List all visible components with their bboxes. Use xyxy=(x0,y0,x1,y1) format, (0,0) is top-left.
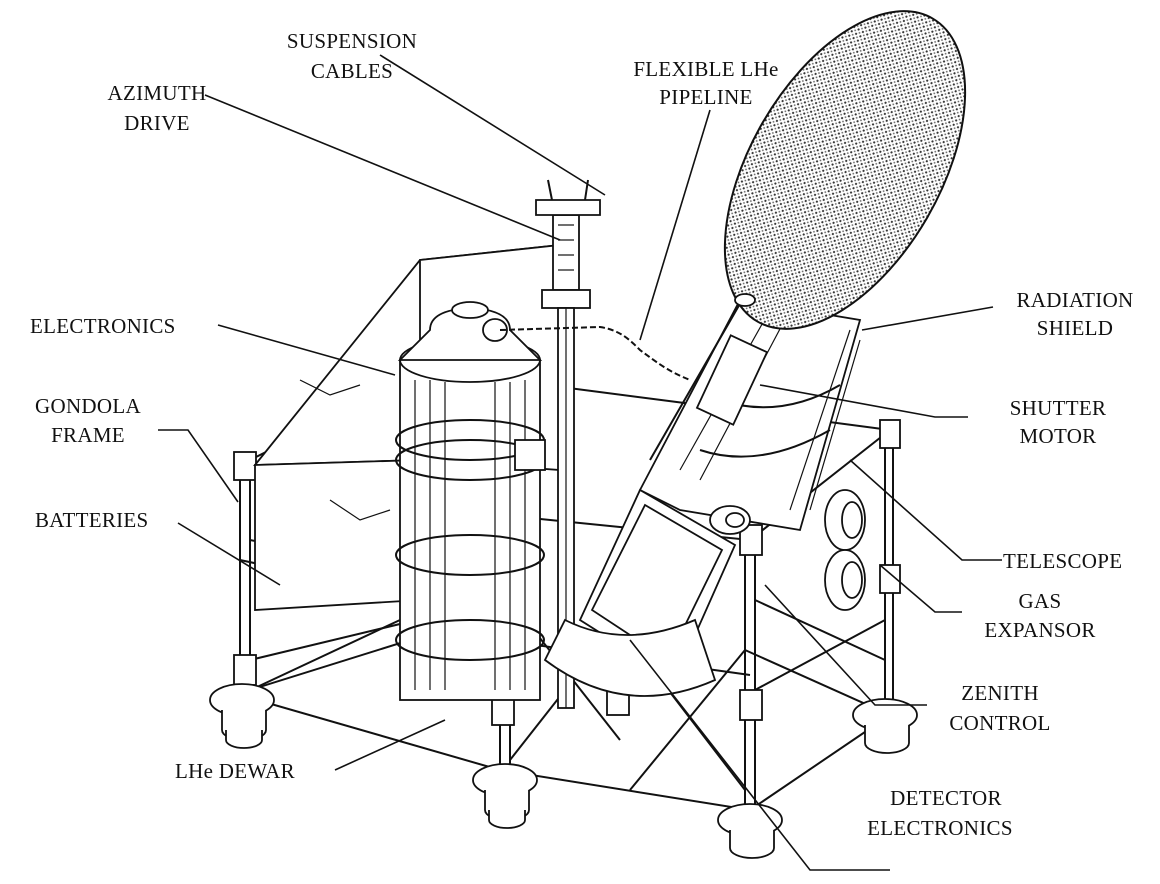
foot-front xyxy=(472,763,538,829)
label-radiation-shield-2: SHIELD xyxy=(1037,316,1113,340)
label-gas-expansor-1: GAS xyxy=(1019,589,1062,613)
labels: SUSPENSION CABLES AZIMUTH DRIVE FLEXIBLE… xyxy=(30,29,1133,840)
leader-electronics xyxy=(217,324,396,376)
label-flexible-pipeline-2: PIPELINE xyxy=(659,85,752,109)
label-shutter-motor-1: SHUTTER xyxy=(1010,396,1107,420)
gondola-feet xyxy=(209,683,918,859)
label-azimuth-drive-2: DRIVE xyxy=(124,111,190,135)
label-suspension-cables-1: SUSPENSION xyxy=(287,29,417,53)
leader-gas-expansor xyxy=(879,564,962,613)
leader-telescope xyxy=(849,459,1002,561)
label-gondola-frame-1: GONDOLA xyxy=(35,394,141,418)
lhe-dewar xyxy=(395,301,546,701)
label-gondola-frame-2: FRAME xyxy=(51,423,125,447)
detector-electronics xyxy=(543,488,737,697)
label-batteries: BATTERIES xyxy=(35,508,149,532)
leader-azimuth-drive xyxy=(204,94,561,241)
leader-lhe-dewar xyxy=(334,719,446,771)
label-detector-electronics-1: DETECTOR xyxy=(890,786,1002,810)
leader-suspension-cables xyxy=(379,54,606,196)
gas-expansor xyxy=(824,489,866,611)
foot-left xyxy=(209,683,275,749)
label-zenith-control-1: ZENITH xyxy=(961,681,1039,705)
label-zenith-control-2: CONTROL xyxy=(949,711,1050,735)
label-lhe-dewar: LHe DEWAR xyxy=(175,759,295,783)
leader-zenith-control xyxy=(764,584,927,706)
label-detector-electronics-2: ELECTRONICS xyxy=(867,816,1013,840)
label-suspension-cables-2: CABLES xyxy=(311,59,393,83)
label-flexible-pipeline-1: FLEXIBLE LHe xyxy=(633,57,778,81)
leader-flexible-pipeline xyxy=(639,109,711,341)
label-telescope: TELESCOPE xyxy=(1003,549,1122,573)
foot-right-front xyxy=(717,803,783,859)
leader-detector-electronics xyxy=(629,639,890,871)
leader-gondola-frame xyxy=(158,429,239,503)
azimuth-drive xyxy=(535,179,601,709)
leader-shutter-motor xyxy=(759,384,968,418)
label-radiation-shield-1: RADIATION xyxy=(1016,288,1133,312)
zenith-control xyxy=(709,505,751,535)
label-gas-expansor-2: EXPANSOR xyxy=(984,618,1095,642)
radiation-shield xyxy=(723,10,967,330)
label-azimuth-drive-1: AZIMUTH xyxy=(108,81,207,105)
label-electronics: ELECTRONICS xyxy=(30,314,176,338)
leader-lines xyxy=(158,54,1002,871)
foot-right xyxy=(852,698,918,754)
label-shutter-motor-2: MOTOR xyxy=(1020,424,1097,448)
leader-batteries xyxy=(177,522,281,586)
leader-radiation-shield xyxy=(861,306,994,331)
telescope xyxy=(638,294,862,532)
